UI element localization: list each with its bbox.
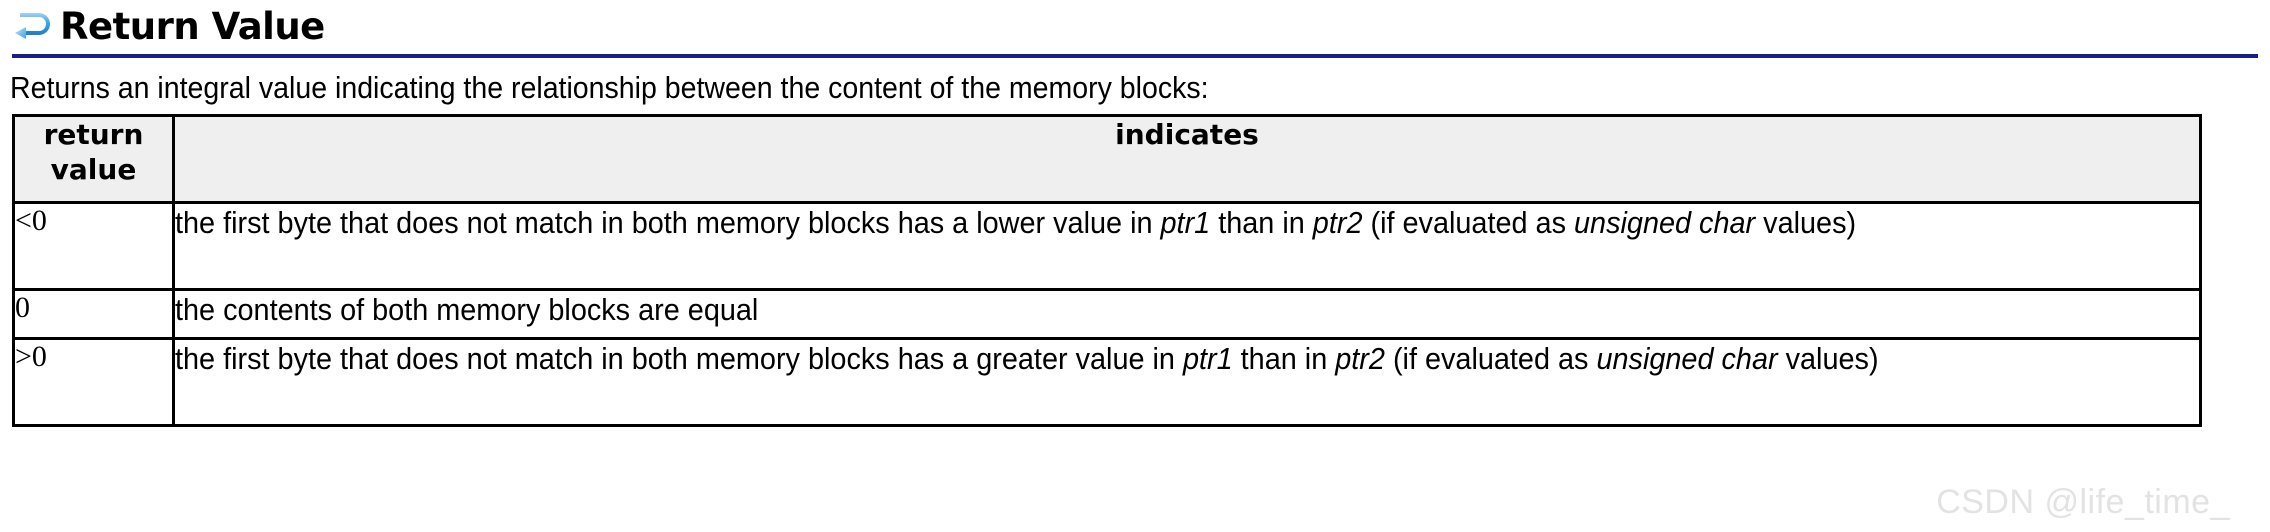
cell-indicates-text: the first byte that does not match in bo… bbox=[175, 204, 2198, 242]
text-fragment: values) bbox=[1777, 340, 1879, 376]
table-header-row: return value indicates bbox=[12, 113, 2202, 204]
column-header-return-value-line2: value bbox=[50, 152, 137, 186]
section-header: Return Value bbox=[0, 0, 2270, 48]
emphasis-term: unsigned char bbox=[1574, 204, 1756, 240]
text-fragment: values) bbox=[1755, 204, 1857, 240]
text-fragment: than in bbox=[1210, 204, 1313, 240]
column-header-indicates: indicates bbox=[172, 113, 2202, 204]
intro-text: Returns an integral value indicating the… bbox=[10, 70, 1209, 105]
cell-indicates: the contents of both memory blocks are e… bbox=[172, 287, 2202, 340]
column-header-return-value: return value bbox=[12, 113, 175, 204]
cell-return-value: 0 bbox=[12, 287, 175, 340]
emphasis-term: ptr2 bbox=[1312, 204, 1363, 240]
cell-indicates-text: the first byte that does not match in bo… bbox=[175, 340, 2198, 378]
cell-indicates-text: the contents of both memory blocks are e… bbox=[175, 291, 2198, 329]
watermark: CSDN @life_time_ bbox=[1936, 483, 2230, 521]
emphasis-term: ptr1 bbox=[1182, 340, 1233, 376]
text-fragment: (if evaluated as bbox=[1362, 204, 1575, 240]
header-divider bbox=[12, 54, 2258, 58]
text-fragment: the first byte that does not match in bo… bbox=[175, 340, 1183, 376]
text-fragment: the first byte that does not match in bo… bbox=[175, 204, 1161, 240]
text-fragment: than in bbox=[1232, 340, 1336, 376]
emphasis-term: ptr1 bbox=[1160, 204, 1211, 240]
emphasis-term: unsigned char bbox=[1596, 340, 1778, 376]
return-arrow-icon bbox=[15, 13, 50, 39]
cell-indicates: the first byte that does not match in bo… bbox=[172, 336, 2202, 427]
column-header-return-value-line1: return bbox=[43, 117, 144, 151]
cell-indicates: the first byte that does not match in bo… bbox=[172, 200, 2202, 291]
cell-return-value: <0 bbox=[12, 200, 175, 291]
text-fragment: the contents of both memory blocks are e… bbox=[175, 291, 759, 327]
page-title: Return Value bbox=[60, 4, 325, 48]
cell-return-value: >0 bbox=[12, 336, 175, 427]
text-fragment: (if evaluated as bbox=[1384, 340, 1597, 376]
emphasis-term: ptr2 bbox=[1335, 340, 1385, 376]
